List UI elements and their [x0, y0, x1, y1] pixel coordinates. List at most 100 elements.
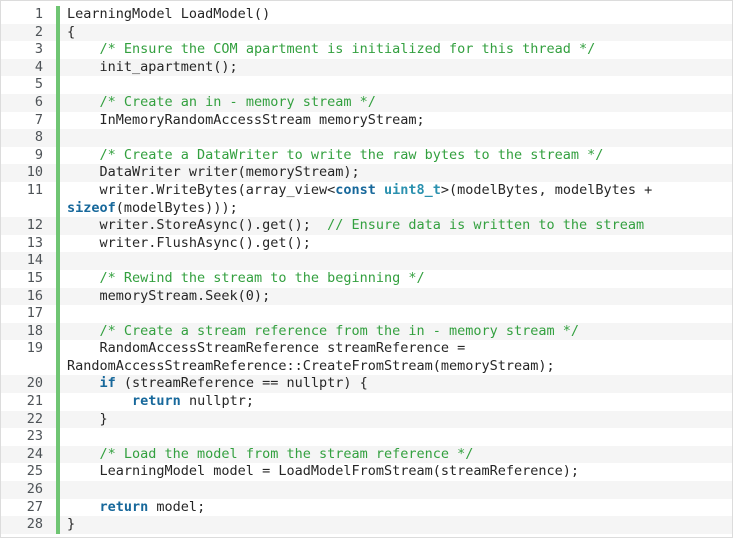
- code-token: nullptr;: [180, 393, 254, 410]
- code-token: [376, 182, 384, 198]
- keyword-token: return: [99, 498, 149, 515]
- code-text: }: [56, 410, 732, 429]
- line-number: 10: [26, 164, 43, 181]
- code-line-15: 15 /* Rewind the stream to the beginning…: [1, 269, 732, 288]
- line-number: 3: [34, 41, 43, 58]
- code-line-9: 9 /* Create a DataWriter to write the ra…: [1, 146, 732, 165]
- line-number: 12: [26, 217, 43, 234]
- line-number: [1, 200, 56, 218]
- code-line-6: 6 /* Create an in - memory stream */: [1, 93, 732, 112]
- code-text: /* Load the model from the stream refere…: [56, 445, 732, 464]
- line-number: 11: [26, 181, 43, 198]
- code-text: /* Create a DataWriter to write the raw …: [56, 146, 732, 165]
- code-token: [67, 94, 100, 110]
- code-token: init_apartment();: [67, 58, 238, 75]
- code-line-19: 19 RandomAccessStreamReference streamRef…: [1, 340, 732, 358]
- code-token: writer.StoreAsync().get();: [67, 217, 328, 234]
- code-text: if (streamReference == nullptr) {: [56, 375, 732, 394]
- comment-token: /* Ensure the COM apartment is initializ…: [99, 41, 596, 58]
- type-token: uint8_t: [384, 181, 441, 198]
- code-text: InMemoryRandomAccessStream memoryStream;: [56, 111, 732, 130]
- keyword-token: sizeof: [67, 199, 116, 216]
- line-number: 1: [34, 6, 43, 22]
- line-number: 7: [34, 111, 43, 128]
- code-token: [67, 147, 100, 163]
- line-number: 22: [26, 410, 43, 427]
- line-number: 25: [26, 463, 43, 480]
- code-token: writer.WriteBytes(array_view<: [67, 181, 336, 198]
- comment-token: // Ensure data is written to the stream: [327, 217, 645, 234]
- code-text: writer.FlushAsync().get();: [56, 234, 732, 253]
- code-text: }: [56, 516, 732, 534]
- code-line-8: 8: [1, 129, 732, 147]
- code-line-21: 21 return nullptr;: [1, 393, 732, 411]
- line-number: 23: [26, 428, 43, 445]
- line-number: 18: [26, 322, 43, 339]
- code-text: [56, 76, 732, 94]
- code-line-23: 23: [1, 428, 732, 446]
- keyword-token: return: [132, 393, 181, 410]
- code-token: >(modelBytes, modelBytes +: [440, 181, 653, 198]
- comment-token: /* Load the model from the stream refere…: [99, 445, 474, 462]
- line-number: 15: [26, 269, 43, 286]
- keyword-token: const: [335, 181, 376, 198]
- code-line-12: 12 writer.StoreAsync().get(); // Ensure …: [1, 217, 732, 235]
- line-number: 21: [26, 393, 43, 410]
- code-line-3: 3 /* Ensure the COM apartment is initial…: [1, 41, 732, 59]
- code-line-7: 7 InMemoryRandomAccessStream memoryStrea…: [1, 111, 732, 130]
- code-token: [67, 323, 100, 339]
- comment-token: /* Create an in - memory stream */: [99, 93, 376, 110]
- code-line-5: 5: [1, 76, 732, 94]
- comment-token: /* Create a stream reference from the in…: [99, 322, 580, 339]
- code-text: LearningModel model = LoadModelFromStrea…: [56, 463, 732, 482]
- line-number: 26: [26, 481, 43, 498]
- code-line-4: 4 init_apartment();: [1, 58, 732, 77]
- code-text: /* Create a stream reference from the in…: [56, 322, 732, 341]
- code-text: [56, 305, 732, 323]
- code-token: RandomAccessStreamReference streamRefere…: [67, 340, 466, 357]
- code-line-28: 28}: [1, 516, 732, 534]
- code-text: RandomAccessStreamReference streamRefere…: [56, 340, 732, 358]
- code-line-27: 27 return model;: [1, 498, 732, 517]
- code-token: [67, 41, 100, 57]
- comment-token: /* Rewind the stream to the beginning */: [99, 269, 425, 286]
- code-token: (streamReference == nullptr) {: [115, 375, 368, 392]
- code-token: [67, 446, 100, 462]
- code-line-2: 2{: [1, 23, 732, 42]
- code-line-25: 25 LearningModel model = LoadModelFromSt…: [1, 463, 732, 482]
- line-number: 17: [26, 305, 43, 322]
- code-text: RandomAccessStreamReference::CreateFromS…: [56, 357, 732, 376]
- line-number: 5: [34, 76, 43, 93]
- line-number: 16: [26, 287, 43, 304]
- code-token: }: [67, 410, 108, 427]
- code-token: memoryStream.Seek(0);: [67, 287, 271, 304]
- code-text: sizeof(modelBytes)));: [56, 199, 732, 218]
- code-line-26: 26: [1, 481, 732, 499]
- line-number: 9: [34, 146, 43, 163]
- code-token: DataWriter writer(memoryStream);: [67, 164, 360, 181]
- code-text: /* Create an in - memory stream */: [56, 93, 732, 112]
- code-text: return model;: [56, 498, 732, 517]
- code-token: [67, 393, 132, 409]
- code-line-20: 20 if (streamReference == nullptr) {: [1, 375, 732, 394]
- code-text: LearningModel LoadModel(): [56, 6, 732, 24]
- code-line-10: 10 DataWriter writer(memoryStream);: [1, 164, 732, 182]
- line-number: 24: [26, 445, 43, 462]
- code-token: [67, 375, 100, 391]
- code-line-continuation: RandomAccessStreamReference::CreateFromS…: [1, 357, 732, 376]
- code-text: /* Rewind the stream to the beginning */: [56, 269, 732, 288]
- line-number: 27: [26, 498, 43, 515]
- line-number: 19: [26, 340, 43, 357]
- line-number: 14: [26, 252, 43, 269]
- code-line-11: 11 writer.WriteBytes(array_view<const ui…: [1, 181, 732, 200]
- code-text: [56, 428, 732, 446]
- code-text: memoryStream.Seek(0);: [56, 287, 732, 306]
- code-line-24: 24 /* Load the model from the stream ref…: [1, 445, 732, 464]
- code-token: }: [67, 516, 76, 533]
- line-number: 13: [26, 234, 43, 251]
- code-token: {: [67, 23, 76, 40]
- code-line-16: 16 memoryStream.Seek(0);: [1, 287, 732, 306]
- code-line-1: 1 LearningModel LoadModel(): [1, 6, 732, 24]
- code-text: DataWriter writer(memoryStream);: [56, 164, 732, 182]
